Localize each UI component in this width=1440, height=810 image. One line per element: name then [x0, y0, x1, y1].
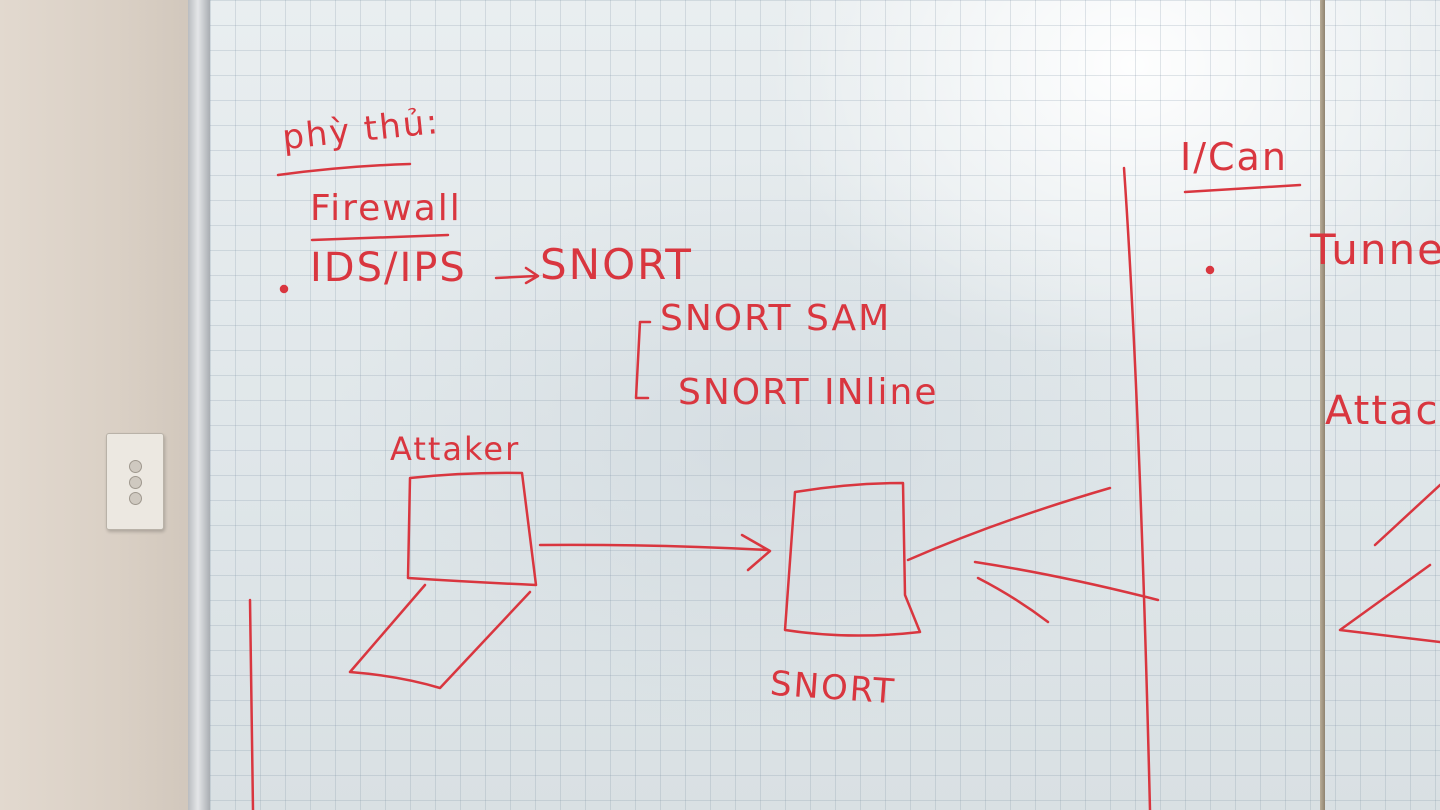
firewall-text: Firewall [310, 188, 462, 229]
snort-device [783, 481, 922, 637]
attacker-label: Attaker [390, 430, 521, 468]
attack-arrow [538, 533, 772, 572]
right-stroke [1373, 483, 1440, 547]
snort-inline-text: SNORT INline [678, 372, 939, 413]
attacker-laptop-base [348, 583, 532, 690]
right-attacker-text: Attac [1325, 388, 1440, 434]
snort-sam-text: SNORT SAM [660, 298, 892, 339]
snort-text: SNORT [540, 240, 693, 289]
board-frame [188, 0, 210, 810]
right-tunnel-text: Tunnel [1310, 225, 1440, 274]
snort-bracket [634, 320, 652, 400]
right-heading-underline [1183, 183, 1302, 194]
ids-ips-text: IDS/IPS [310, 245, 467, 291]
hanging-rope [1320, 0, 1325, 810]
heading-underline [276, 162, 412, 177]
attacker-laptop-screen [406, 471, 538, 587]
right-divider [1122, 166, 1152, 810]
wall [0, 0, 210, 810]
bullet-ids [279, 284, 289, 294]
left-divider [248, 598, 255, 810]
right-shape [1338, 563, 1440, 644]
right-heading-text: I/Can [1180, 135, 1288, 179]
board-grid [210, 0, 1440, 810]
right-line-2 [973, 560, 1160, 602]
right-line-1 [906, 486, 1112, 562]
wall-switch [106, 433, 164, 530]
bullet-right [1205, 265, 1215, 275]
right-line-3 [976, 576, 1050, 624]
firewall-underline [310, 233, 450, 242]
whiteboard [210, 0, 1440, 810]
ids-arrow [494, 266, 540, 285]
